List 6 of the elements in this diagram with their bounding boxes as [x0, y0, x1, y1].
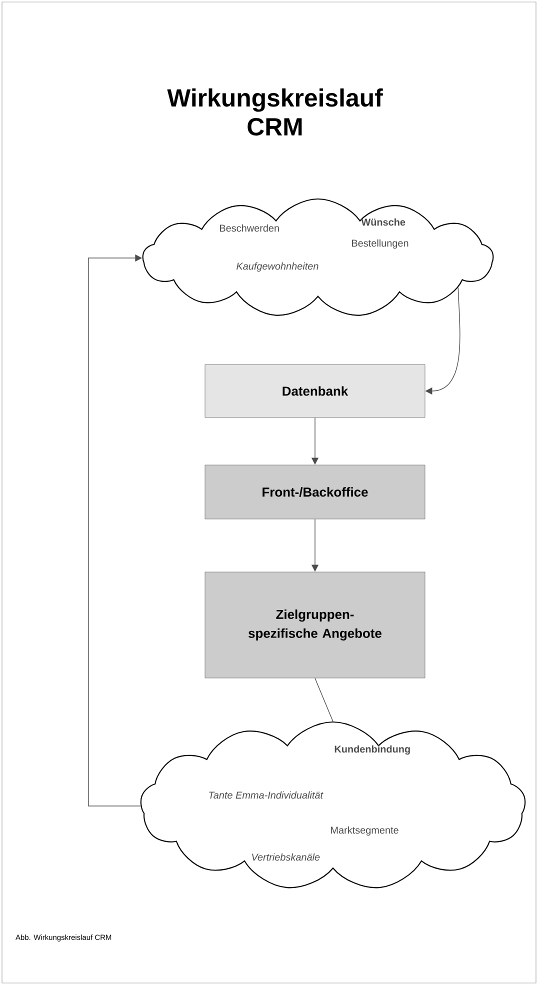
cloud: Beschwerden Wünsche Bestellungen Kaufgewohnheiten	[142, 198, 494, 316]
cloud: Kundenbindung Tante Emma-Individualität Marktsegmente Vertriebskanäle	[140, 721, 526, 888]
process-box: Front-/Backoffice	[204, 464, 426, 520]
process-box: Zielgruppen- spezifische Angebote	[204, 572, 426, 678]
title: Wirkungskreislauf CRM	[167, 88, 383, 136]
process-box: Datenbank	[204, 364, 426, 418]
